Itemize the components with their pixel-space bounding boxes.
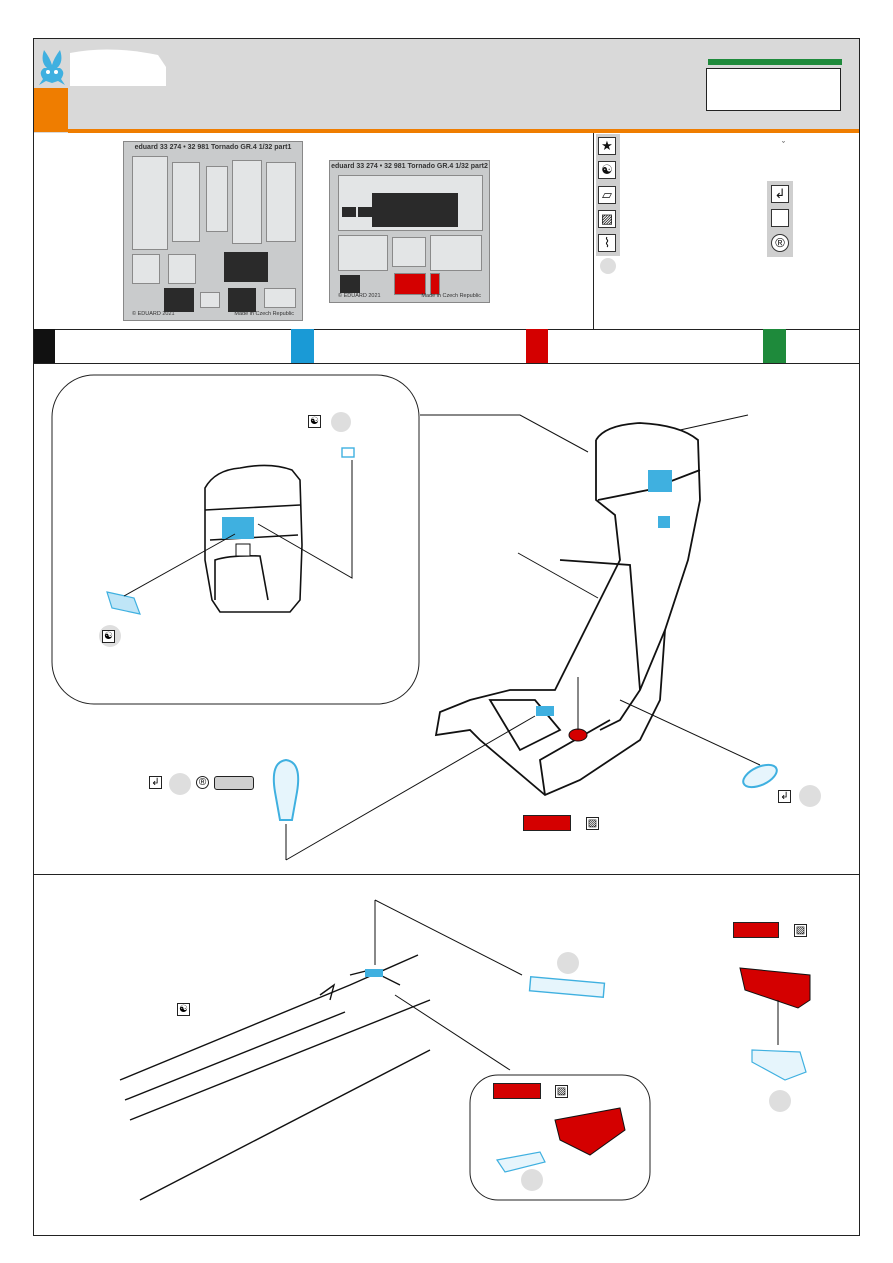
title-tab [70, 49, 166, 86]
file-icon: ▨ [586, 817, 599, 830]
drill-icon: ⌇ [598, 234, 616, 252]
caret-mark: ˇ [782, 140, 785, 150]
star-icon: ★ [598, 137, 616, 155]
cockpit-sill [119, 954, 431, 1201]
file-icon: ▨ [598, 210, 616, 228]
detail-bubble [51, 374, 420, 705]
bracket-etch-small [495, 1151, 546, 1173]
fret-origin: Made in Czech Republic [234, 311, 294, 317]
file-icon: ▨ [555, 1085, 568, 1098]
page-frame [33, 38, 860, 1236]
step-circle [521, 1169, 543, 1191]
yin-yang-icon: ☯ [308, 415, 321, 428]
ejection-handle-loop [272, 758, 300, 821]
red-paint-chip [493, 1083, 541, 1099]
blue-part-detail [222, 517, 254, 539]
red-bracket-small [554, 1107, 626, 1156]
yin-yang-icon: ☯ [598, 161, 616, 179]
blank-icon [771, 209, 789, 227]
yin-yang-icon: ☯ [102, 630, 115, 643]
bracket-etch-large [751, 1049, 807, 1081]
orange-corner-strip [33, 88, 68, 132]
sheet-icon: ▱ [598, 186, 616, 204]
seat-blue-pan [536, 706, 554, 716]
bend-icon: ↲ [778, 790, 791, 803]
file-icon: ▨ [794, 924, 807, 937]
color-green-swatch [763, 329, 786, 363]
photo-etch-fret-part2: eduard 33 274 • 32 981 Tornado GR.4 1/32… [329, 160, 490, 303]
step-circle [799, 785, 821, 807]
red-paint-chip [733, 922, 779, 938]
fret-header: eduard 33 274 • 32 981 Tornado GR.4 1/32… [331, 163, 488, 170]
legend-divider [593, 133, 594, 329]
fret-copyright: © EDUARD 2021 [338, 293, 381, 299]
green-status-bar [708, 59, 842, 65]
color-blue-swatch [291, 329, 314, 363]
bend-icon: ↲ [771, 185, 789, 203]
photo-etch-fret-part1: eduard 33 274 • 32 981 Tornado GR.4 1/32… [123, 141, 303, 321]
color-red-swatch [526, 329, 548, 363]
sill-placard-part [528, 976, 606, 998]
number-circle-icon [600, 258, 616, 274]
small-blue-part [341, 447, 355, 458]
step-circle [331, 412, 351, 432]
red-bracket-large [739, 967, 811, 1009]
fret-origin: Made in Czech Republic [421, 293, 481, 299]
sill-blue-part [365, 969, 383, 977]
seat-blue-knob [658, 516, 670, 528]
orange-divider [68, 129, 860, 133]
seat-blue-panel [648, 470, 672, 492]
small-loop-part [742, 763, 778, 789]
option-label-box [214, 776, 254, 790]
fret-header: eduard 33 274 • 32 981 Tornado GR.4 1/32… [134, 144, 292, 151]
recycle-icon: ® [196, 776, 209, 789]
step-circle [769, 1090, 791, 1112]
bend-icon: ↲ [149, 776, 162, 789]
color-black-swatch [34, 329, 55, 363]
red-paint-chip [523, 815, 571, 831]
kit-number-box [706, 68, 841, 111]
fret-copyright: © EDUARD 2021 [132, 311, 175, 317]
step-circle [557, 952, 579, 974]
detail-bubble-2 [469, 1074, 651, 1201]
recycle-icon: ® [771, 234, 789, 252]
yin-yang-icon: ☯ [177, 1003, 190, 1016]
eduard-bunny-logo [39, 50, 65, 85]
step-circle [169, 773, 191, 795]
